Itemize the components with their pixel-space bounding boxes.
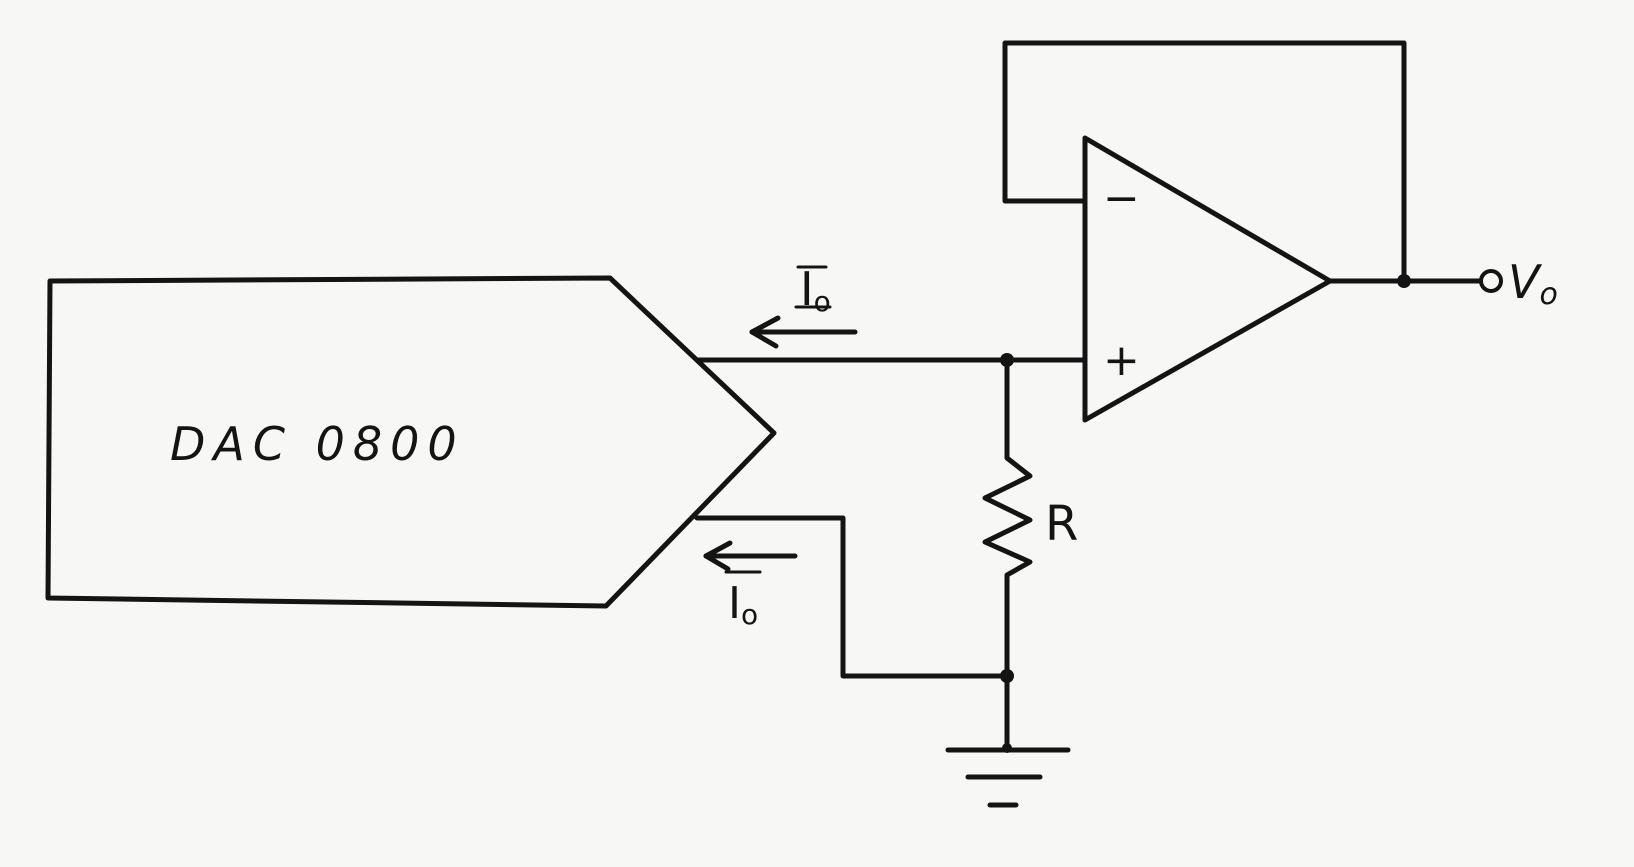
opamp-triangle bbox=[1082, 135, 1333, 423]
io-arrow bbox=[749, 315, 858, 349]
resistor bbox=[982, 357, 1033, 679]
dac-label: DAC 0800 bbox=[170, 417, 465, 471]
output-terminal bbox=[1479, 269, 1503, 293]
output-label: Vo bbox=[1508, 255, 1558, 312]
junction-output bbox=[1397, 274, 1411, 288]
feedback-wire bbox=[1002, 40, 1407, 284]
ground-symbol bbox=[945, 747, 1071, 808]
io-bar-subscript: o bbox=[741, 598, 758, 631]
io-bar-arrow bbox=[703, 540, 798, 572]
dac-block bbox=[45, 275, 777, 609]
io-label: Io bbox=[800, 262, 831, 318]
opamp-minus-label: − bbox=[1103, 173, 1140, 224]
output-subscript: o bbox=[1539, 277, 1557, 312]
io-bar-wire bbox=[694, 515, 1010, 679]
io-bar-label: Io bbox=[728, 578, 758, 631]
io-subscript: o bbox=[814, 285, 831, 318]
resistor-label: R bbox=[1045, 496, 1078, 552]
opamp-plus-label: + bbox=[1103, 335, 1140, 386]
